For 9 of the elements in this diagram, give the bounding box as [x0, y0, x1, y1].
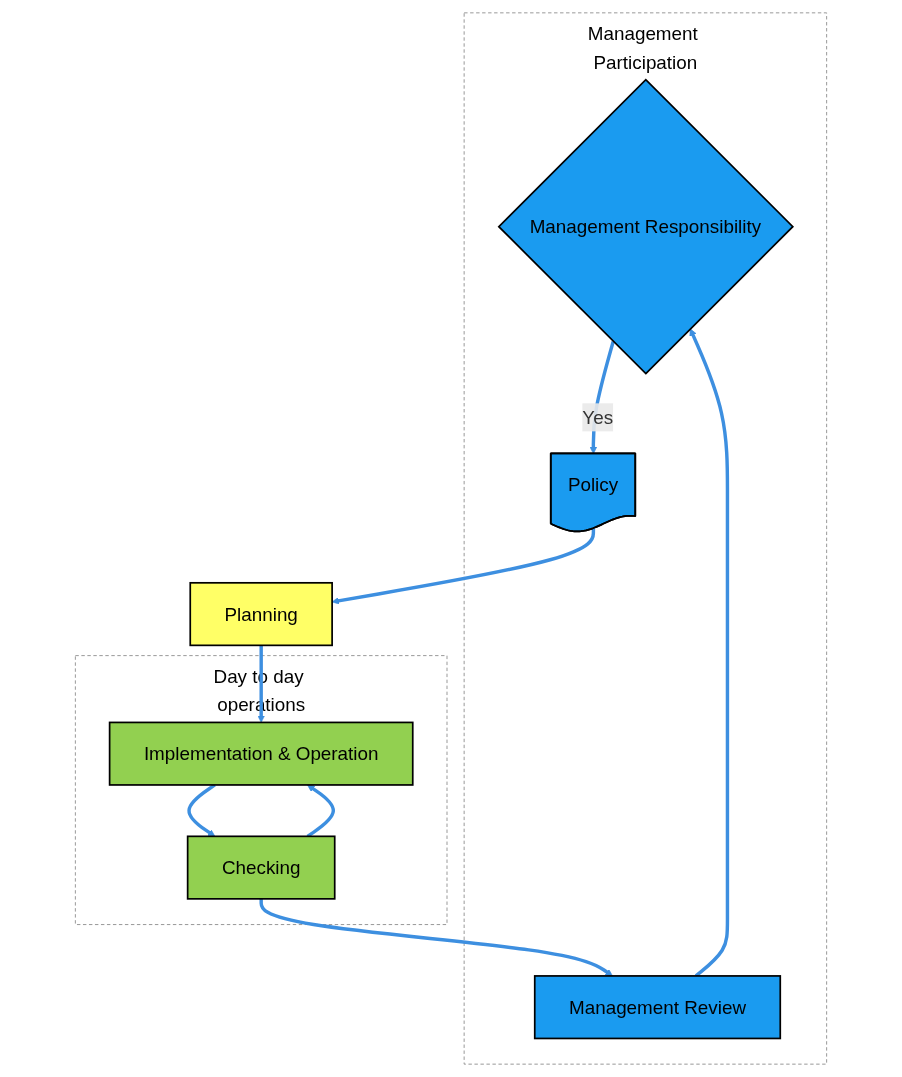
- arrow: [306, 784, 336, 838]
- arrow: [187, 783, 216, 837]
- node-box: Planning: [189, 581, 333, 647]
- node-box: Management Review: [533, 975, 782, 1040]
- node-diamond: Management Responsibility: [497, 78, 794, 375]
- node-box: Checking: [186, 835, 336, 900]
- node-box: Implementation & Operation: [108, 721, 414, 786]
- edge-label: Yes: [582, 406, 614, 429]
- arrow: [259, 898, 613, 977]
